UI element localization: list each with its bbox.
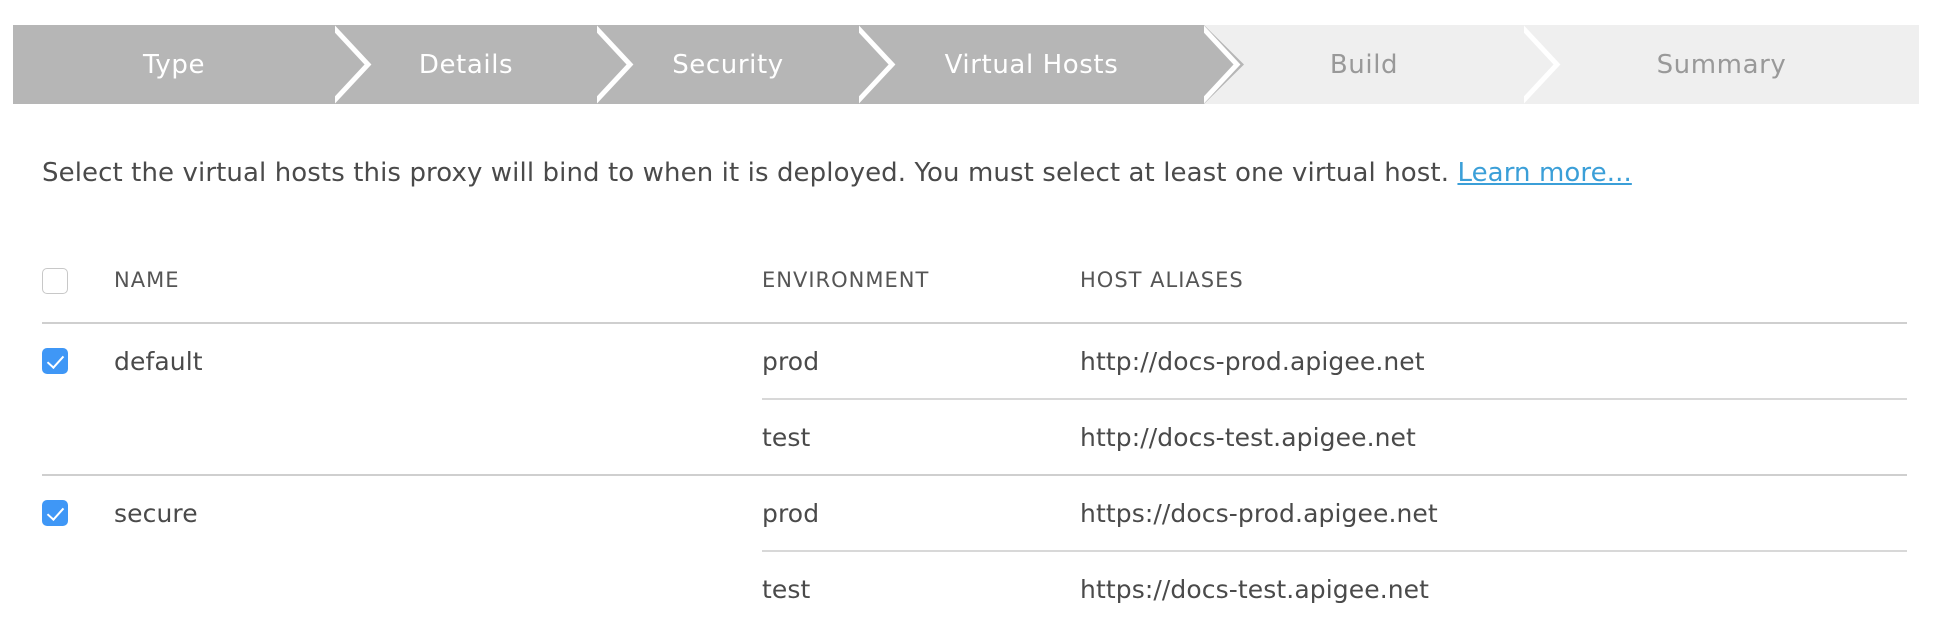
wizard-step-details[interactable]: Details <box>335 25 637 104</box>
cell-name: secure <box>114 498 198 528</box>
wizard-step-virtual-hosts[interactable]: Virtual Hosts <box>859 25 1244 104</box>
table-row[interactable]: secure prod https://docs-prod.apigee.net <box>42 476 1907 550</box>
wizard-step-label: Summary <box>1656 49 1787 80</box>
wizard-step-label: Details <box>418 49 514 80</box>
wizard-step-type[interactable]: Type <box>13 25 375 104</box>
cell-name: default <box>114 346 203 376</box>
column-header-host-aliases: HOST ALIASES <box>1080 268 1244 292</box>
cell-host-alias: https://docs-test.apigee.net <box>1080 574 1430 604</box>
cell-environment: prod <box>762 346 820 376</box>
sub-row-divider <box>42 550 1907 552</box>
cell-environment: test <box>762 422 811 452</box>
description-text: Select the virtual hosts this proxy will… <box>42 158 1458 188</box>
table-row[interactable]: test http://docs-test.apigee.net <box>42 400 1907 474</box>
divider-line <box>762 550 1907 552</box>
table-row[interactable]: default prod http://docs-prod.apigee.net <box>42 324 1907 398</box>
wizard-step-label: Type <box>142 49 206 80</box>
row-checkbox-secure[interactable] <box>42 500 68 526</box>
wizard-step-build[interactable]: Build <box>1204 25 1564 104</box>
cell-host-alias: http://docs-prod.apigee.net <box>1080 346 1425 376</box>
row-checkbox-default[interactable] <box>42 348 68 374</box>
cell-environment: prod <box>762 498 820 528</box>
group-divider <box>42 474 1907 476</box>
row-select-cell <box>42 500 114 526</box>
select-all-cell <box>42 268 114 294</box>
wizard-step-security[interactable]: Security <box>597 25 899 104</box>
wizard-step-breadcrumb: Type Details Security Virtual Hosts Buil… <box>13 25 1919 104</box>
row-select-cell <box>42 348 114 374</box>
virtual-hosts-table: NAME ENVIRONMENT HOST ALIASES default pr… <box>42 268 1907 626</box>
cell-host-alias: http://docs-test.apigee.net <box>1080 422 1416 452</box>
divider-line <box>762 398 1907 400</box>
table-row[interactable]: test https://docs-test.apigee.net <box>42 552 1907 626</box>
page-description: Select the virtual hosts this proxy will… <box>42 158 1632 188</box>
column-header-environment: ENVIRONMENT <box>762 268 930 292</box>
table-header-row: NAME ENVIRONMENT HOST ALIASES <box>42 268 1907 322</box>
cell-environment: test <box>762 574 811 604</box>
cell-host-alias: https://docs-prod.apigee.net <box>1080 498 1438 528</box>
learn-more-link[interactable]: Learn more... <box>1457 158 1632 188</box>
header-divider <box>42 322 1907 324</box>
wizard-step-label: Build <box>1329 49 1399 80</box>
column-header-name: NAME <box>114 268 180 292</box>
sub-row-divider <box>42 398 1907 400</box>
wizard-step-summary[interactable]: Summary <box>1524 25 1919 104</box>
select-all-checkbox[interactable] <box>42 268 68 294</box>
wizard-step-label: Virtual Hosts <box>944 49 1119 80</box>
wizard-step-label: Security <box>672 49 784 80</box>
